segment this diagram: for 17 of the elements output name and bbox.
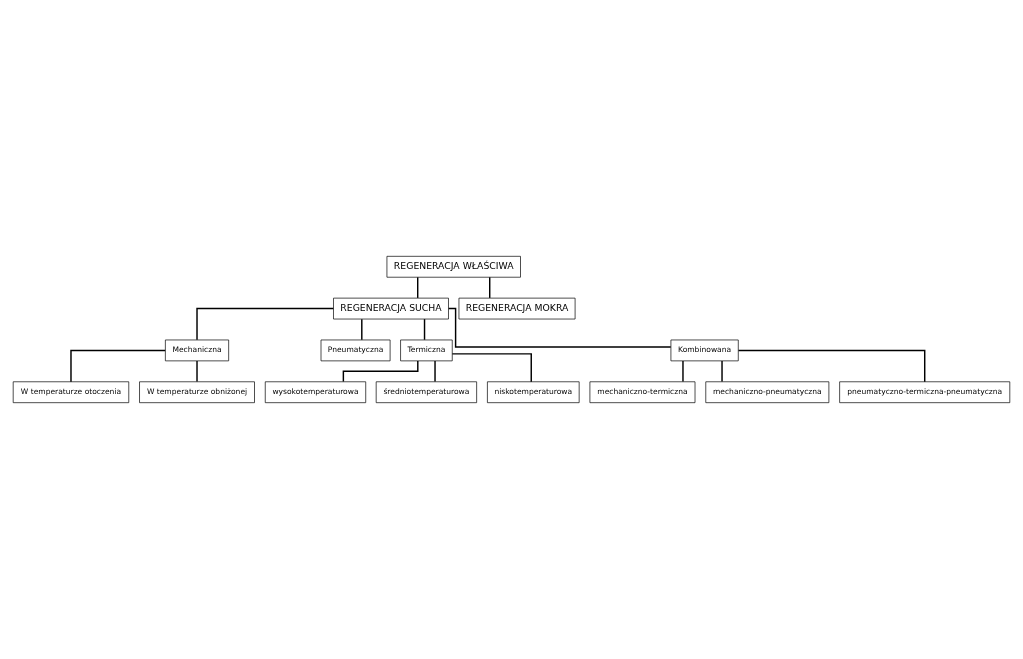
connector — [682, 360, 684, 383]
connector — [342, 360, 419, 383]
connector — [737, 349, 926, 383]
connector — [434, 360, 436, 383]
node-box: REGENERACJA WŁAŚCIWA — [386, 255, 521, 278]
connector — [447, 307, 672, 348]
connector — [196, 360, 198, 383]
connector — [70, 349, 166, 383]
connector — [451, 353, 532, 383]
connector — [361, 318, 363, 341]
node-box: REGENERACJA MOKRA — [458, 297, 576, 320]
node-box: REGENERACJA SUCHA — [333, 297, 449, 320]
connector — [196, 307, 335, 341]
connector — [417, 276, 419, 299]
connector — [423, 318, 426, 341]
connector — [721, 360, 723, 383]
connector — [489, 276, 491, 299]
